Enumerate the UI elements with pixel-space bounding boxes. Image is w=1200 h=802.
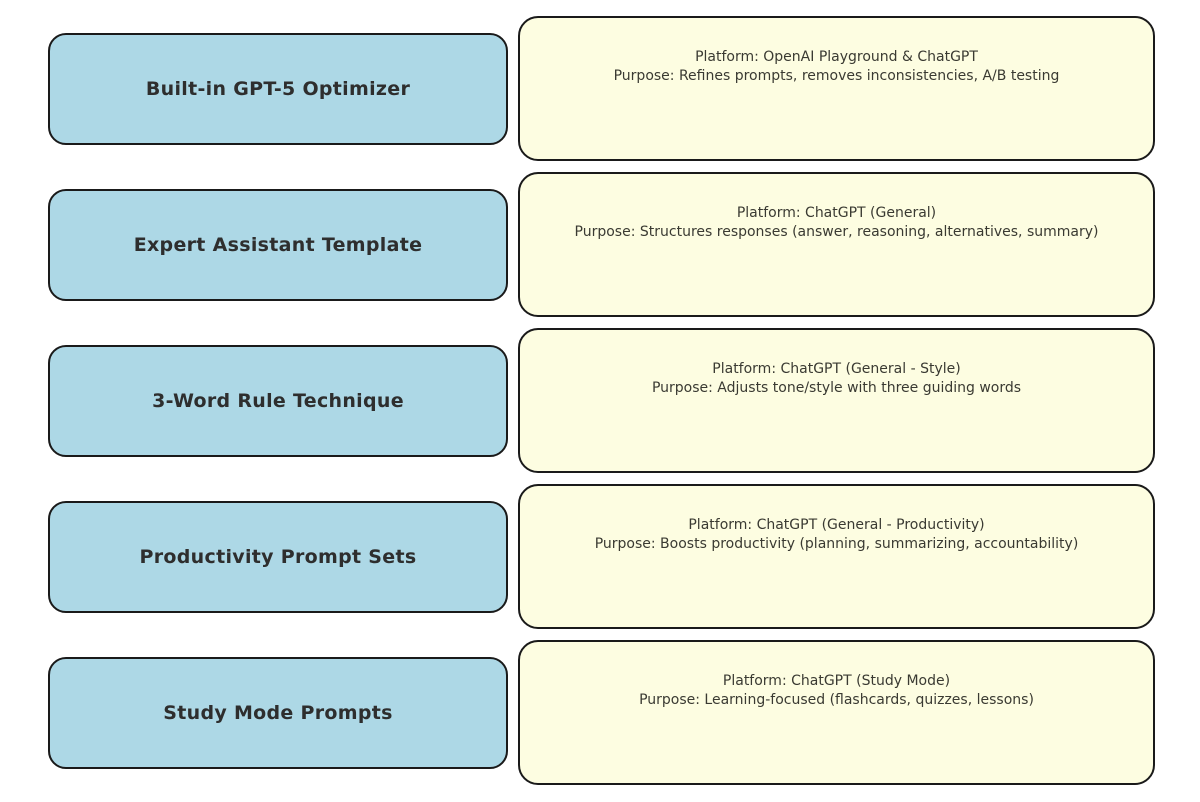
diagram-row: Built-in GPT-5 Optimizer Platform: OpenA… (0, 16, 1200, 161)
technique-title: Study Mode Prompts (163, 701, 393, 724)
technique-detail-box: Platform: ChatGPT (General) Purpose: Str… (518, 172, 1155, 317)
diagram-row: 3-Word Rule Technique Platform: ChatGPT … (0, 328, 1200, 473)
platform-text: Platform: ChatGPT (General - Productivit… (688, 517, 985, 533)
technique-label-box: Expert Assistant Template (48, 188, 508, 301)
technique-title: 3-Word Rule Technique (152, 389, 404, 412)
technique-label-box: 3-Word Rule Technique (48, 344, 508, 457)
platform-text: Platform: OpenAI Playground & ChatGPT (695, 49, 978, 65)
technique-detail-box: Platform: OpenAI Playground & ChatGPT Pu… (518, 16, 1155, 161)
technique-label-box: Productivity Prompt Sets (48, 500, 508, 613)
diagram-row: Productivity Prompt Sets Platform: ChatG… (0, 484, 1200, 629)
technique-title: Productivity Prompt Sets (139, 545, 417, 568)
technique-detail-box: Platform: ChatGPT (General - Productivit… (518, 484, 1155, 629)
technique-label-box: Built-in GPT-5 Optimizer (48, 32, 508, 145)
technique-title: Expert Assistant Template (133, 233, 423, 256)
purpose-text: Purpose: Adjusts tone/style with three g… (651, 379, 1022, 396)
technique-label-box: Study Mode Prompts (48, 656, 508, 769)
purpose-text: Purpose: Boosts productivity (planning, … (594, 535, 1079, 552)
diagram-row: Study Mode Prompts Platform: ChatGPT (St… (0, 640, 1200, 785)
platform-text: Platform: ChatGPT (General - Style) (712, 361, 961, 377)
technique-title: Built-in GPT-5 Optimizer (145, 77, 411, 100)
technique-detail-box: Platform: ChatGPT (Study Mode) Purpose: … (518, 640, 1155, 785)
diagram-row: Expert Assistant Template Platform: Chat… (0, 172, 1200, 317)
purpose-text: Purpose: Learning-focused (flashcards, q… (639, 691, 1034, 708)
purpose-text: Purpose: Refines prompts, removes incons… (613, 67, 1060, 84)
technique-detail-box: Platform: ChatGPT (General - Style) Purp… (518, 328, 1155, 473)
platform-text: Platform: ChatGPT (Study Mode) (722, 673, 951, 689)
platform-text: Platform: ChatGPT (General) (736, 205, 937, 221)
purpose-text: Purpose: Structures responses (answer, r… (574, 223, 1099, 240)
